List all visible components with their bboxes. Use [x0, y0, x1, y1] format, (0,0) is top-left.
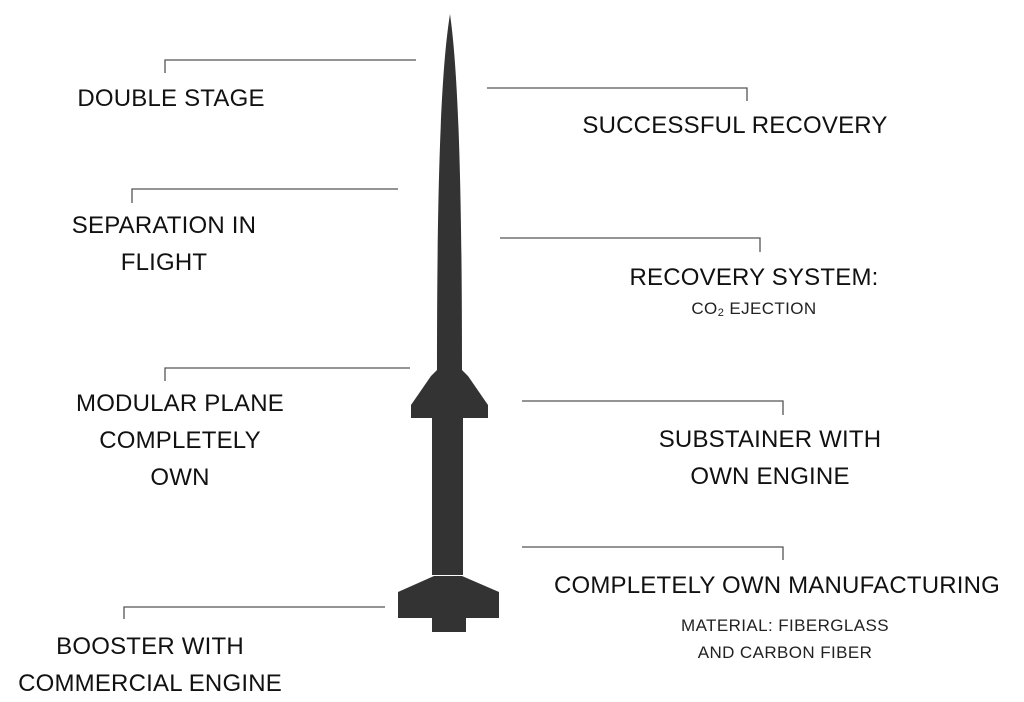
feature-recovery-system: RECOVERY SYSTEM:: [600, 259, 908, 296]
feature-booster: BOOSTER WITH COMMERCIAL ENGINE: [5, 628, 295, 702]
connector-booster: [123, 606, 385, 619]
feature-recovery-system-text: RECOVERY SYSTEM:: [629, 264, 879, 291]
connector-successful-recovery: [487, 87, 748, 101]
feature-substainer: SUBSTAINER WITH OWN ENGINE: [615, 421, 925, 495]
feature-successful-recovery-text: SUCCESSFUL RECOVERY: [582, 112, 888, 139]
connector-manufacturing: [522, 546, 784, 560]
connector-recovery-system: [500, 237, 761, 252]
recovery-system-detail: CO2 EJECTION: [600, 295, 908, 325]
feature-double-stage: DOUBLE STAGE: [45, 80, 297, 117]
feature-modular-plane-text: MODULAR PLANE COMPLETELY OWN: [76, 390, 284, 491]
right-connectors: [487, 87, 784, 560]
feature-booster-text: BOOSTER WITH COMMERCIAL ENGINE: [18, 633, 282, 697]
manufacturing-material-note: MATERIAL: FIBERGLASS AND CARBON FIBER: [681, 616, 889, 662]
rocket-sustainer-body: [411, 14, 488, 575]
feature-modular-plane: MODULAR PLANE COMPLETELY OWN: [54, 385, 306, 496]
feature-successful-recovery: SUCCESSFUL RECOVERY: [570, 107, 900, 144]
connector-substainer: [522, 400, 784, 415]
rocket-booster-section: [398, 576, 499, 632]
feature-separation-text: SEPARATION IN FLIGHT: [71, 212, 257, 276]
co2-subscript: 2: [717, 307, 725, 319]
left-connectors: [123, 59, 416, 619]
connector-double-stage: [164, 59, 416, 73]
feature-separation-in-flight: SEPARATION IN FLIGHT: [38, 207, 290, 281]
feature-own-manufacturing: COMPLETELY OWN MANUFACTURING: [532, 567, 1022, 604]
ejection-suffix: EJECTION: [724, 299, 817, 318]
feature-own-manufacturing-text: COMPLETELY OWN MANUFACTURING: [553, 572, 1001, 599]
connector-modular-plane: [164, 367, 410, 381]
connector-separation: [131, 188, 398, 203]
co2-prefix: CO: [691, 299, 718, 318]
rocket-silhouette: [398, 14, 499, 632]
feature-double-stage-text: DOUBLE STAGE: [77, 85, 265, 112]
feature-substainer-text: SUBSTAINER WITH OWN ENGINE: [658, 426, 882, 490]
